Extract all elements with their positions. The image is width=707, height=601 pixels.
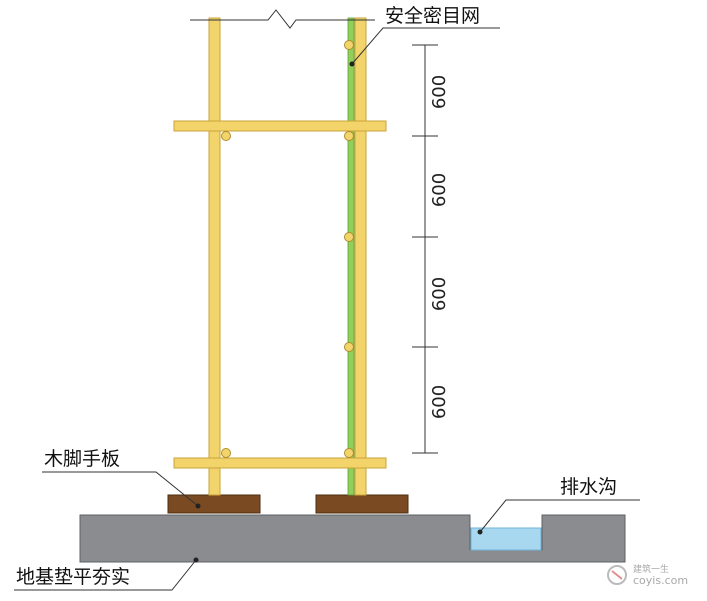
horizontal-ledger-upper xyxy=(173,120,387,132)
dimension-label-2: 600 xyxy=(429,173,450,207)
leader-drainage-ditch xyxy=(479,499,640,533)
watermark-cn: 建筑一生 xyxy=(633,563,669,575)
watermark-logo-accent xyxy=(611,570,623,580)
coupler xyxy=(221,131,231,141)
drainage-ditch-water xyxy=(470,527,542,551)
label-foundation: 地基垫平夯实 xyxy=(16,566,130,588)
wood-board-right xyxy=(315,494,409,514)
leader-dot xyxy=(349,61,355,67)
watermark: 建筑一生 coyis.com xyxy=(607,563,688,587)
vertical-pole-left xyxy=(208,17,221,496)
leader-wood-board xyxy=(42,471,199,507)
coupler xyxy=(221,448,231,458)
vertical-pole-right xyxy=(354,17,367,496)
coupler xyxy=(344,448,354,458)
leader-dot xyxy=(193,557,199,563)
leader-dot xyxy=(477,529,483,535)
coupler xyxy=(344,342,354,352)
watermark-url: coyis.com xyxy=(633,574,688,587)
horizontal-ledger-lower xyxy=(173,457,387,469)
ground-slab xyxy=(79,514,626,563)
safety-net-strip xyxy=(347,17,355,496)
dimension-label-4: 600 xyxy=(429,385,450,419)
leader-dot xyxy=(195,503,201,509)
coupler xyxy=(344,40,354,50)
wood-board-left xyxy=(167,494,261,514)
leader-foundation xyxy=(14,559,197,591)
label-wood-board: 木脚手板 xyxy=(44,448,120,470)
leader-safety-net xyxy=(351,27,500,65)
coupler xyxy=(344,232,354,242)
label-safety-net: 安全密目网 xyxy=(385,5,480,27)
dimension-label-1: 600 xyxy=(429,75,450,109)
watermark-logo-icon xyxy=(607,565,627,585)
label-drainage-ditch: 排水沟 xyxy=(560,476,617,498)
coupler xyxy=(344,131,354,141)
dimension-label-3: 600 xyxy=(429,277,450,311)
break-line xyxy=(190,9,375,29)
